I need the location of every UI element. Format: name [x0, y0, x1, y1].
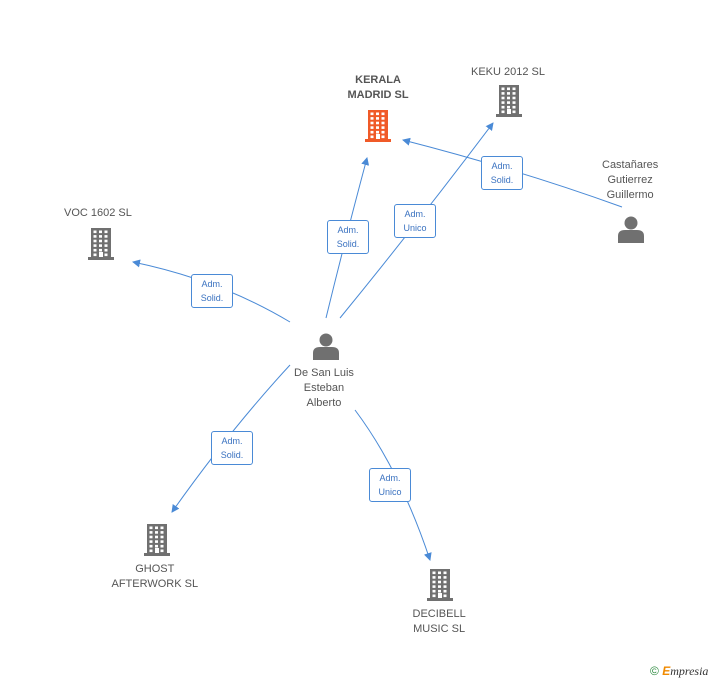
node-label-line: Castañares [602, 159, 659, 171]
building-icon-ghost[interactable] [144, 524, 170, 556]
node-label-line: KEKU 2012 SL [471, 66, 545, 78]
node-label-decibell[interactable]: DECIBELL MUSIC SL [413, 607, 466, 637]
node-label-line: AFTERWORK SL [111, 578, 199, 590]
building-icon-decibell[interactable] [427, 569, 453, 601]
node-label-ghost[interactable]: GHOST AFTERWORK SL [112, 562, 199, 592]
node-label-line: Guillermo [606, 189, 654, 201]
role-tag-line: Adm. [337, 225, 359, 235]
role-tag-line: Adm. [221, 436, 243, 446]
node-label-line: De San Luis [294, 367, 354, 379]
role-tag-line: Solid. [336, 239, 360, 249]
brand-initial: E [662, 664, 671, 678]
node-label-line: MUSIC SL [413, 623, 466, 635]
role-tag-desanluis-to-voc[interactable]: Adm. Solid. [191, 274, 233, 308]
role-tag-castanares-to-kerala[interactable]: Adm. Solid. [481, 156, 523, 190]
node-label-line: Esteban [303, 382, 345, 394]
role-tag-desanluis-to-decibell[interactable]: Adm. Unico [369, 468, 411, 502]
node-label-line: DECIBELL [412, 608, 466, 620]
node-label-line: VOC 1602 SL [64, 207, 132, 219]
role-tag-line: Unico [403, 223, 427, 233]
role-tag-line: Adm. [201, 279, 223, 289]
role-tag-line: Adm. [404, 209, 426, 219]
node-label-line: MADRID SL [347, 89, 409, 101]
role-tag-desanluis-to-keku[interactable]: Adm. Unico [394, 204, 436, 238]
role-tag-line: Solid. [220, 450, 244, 460]
brand-name: mpresia [670, 664, 709, 678]
node-label-line: KERALA [355, 74, 401, 86]
copyright-symbol: © [650, 664, 659, 678]
node-label-kerala[interactable]: KERALA MADRID SL [348, 73, 409, 103]
role-tag-line: Adm. [379, 473, 401, 483]
role-tag-line: Unico [378, 487, 402, 497]
footer-brand: © Empresia [650, 664, 708, 679]
role-tag-desanluis-to-ghost[interactable]: Adm. Solid. [211, 431, 253, 465]
building-icon-voc[interactable] [88, 228, 114, 260]
node-label-voc[interactable]: VOC 1602 SL [64, 206, 132, 221]
building-icon-kerala[interactable] [365, 110, 391, 142]
role-tag-line: Adm. [491, 161, 513, 171]
node-label-keku[interactable]: KEKU 2012 SL [471, 65, 545, 80]
building-icon-keku[interactable] [496, 85, 522, 117]
role-tag-line: Solid. [490, 175, 514, 185]
person-icon-castanares[interactable] [618, 216, 644, 244]
person-icon-desanluis[interactable] [313, 333, 339, 361]
node-label-line: GHOST [135, 563, 175, 575]
role-tag-line: Solid. [200, 293, 224, 303]
node-label-line: Gutierrez [607, 174, 653, 186]
role-tag-desanluis-to-kerala[interactable]: Adm. Solid. [327, 220, 369, 254]
node-label-line: Alberto [306, 397, 342, 409]
